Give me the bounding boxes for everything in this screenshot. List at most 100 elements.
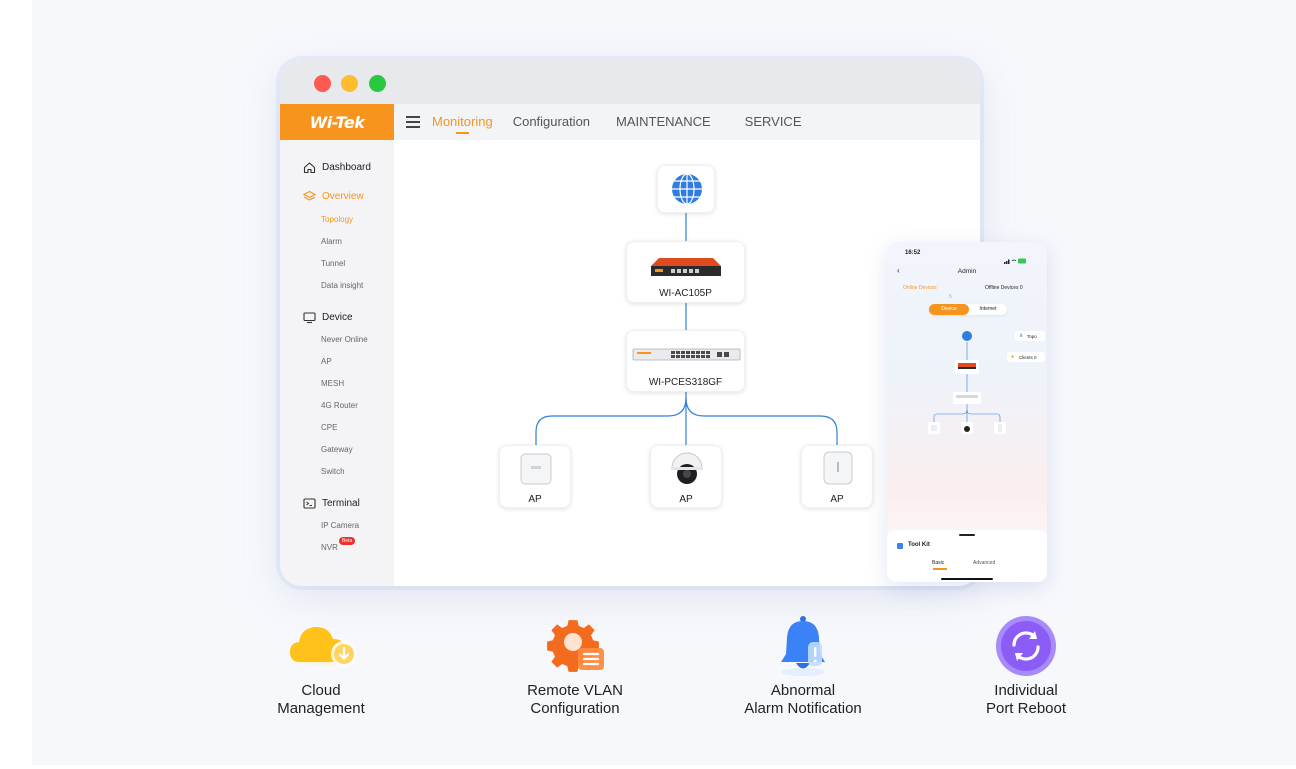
layers-icon <box>302 189 316 203</box>
router-icon <box>651 258 721 276</box>
tab-monitoring[interactable]: Monitoring <box>432 104 493 140</box>
tab-internet[interactable]: Internet <box>979 306 997 312</box>
sidebar-subitem-4g-router[interactable]: 4G Router <box>321 401 358 410</box>
minimize-window-button[interactable] <box>341 75 358 92</box>
online-devices-count: 5 <box>949 294 952 300</box>
clients-button[interactable]: ● Clients 0 <box>1007 352 1045 362</box>
internet-node[interactable] <box>657 165 715 213</box>
switch-node[interactable]: WI-PCES318GF <box>626 330 745 392</box>
topology-links <box>535 213 838 445</box>
monitor-icon <box>302 310 316 324</box>
phone-time: 16:52 <box>905 250 921 256</box>
feature-cloud-management: Cloud Management <box>231 612 411 718</box>
tab-maintenance[interactable]: MAINTENANCE <box>616 114 711 129</box>
sidebar-subitem-mesh[interactable]: MESH <box>321 379 345 388</box>
dome-camera-icon <box>671 452 703 484</box>
feature-line1: Remote VLAN <box>527 682 623 699</box>
feature-remote-vlan: Remote VLAN Configuration <box>485 612 665 718</box>
controller-node[interactable]: WI-AC105P <box>626 241 745 303</box>
toolkit-icon <box>897 543 903 549</box>
sidebar-subitem-ip-camera[interactable]: IP Camera <box>321 521 360 530</box>
switch-icon <box>632 348 741 361</box>
toolkit-title: Tool Kit <box>908 542 930 548</box>
home-indicator <box>941 578 993 580</box>
ap-node-2[interactable]: AP <box>650 445 722 508</box>
offline-devices-label[interactable]: Offline Devices 0 <box>985 285 1023 291</box>
tab-advanced[interactable]: Advanced <box>973 560 996 566</box>
tab-device[interactable]: Device <box>929 304 969 315</box>
gear-list-icon <box>540 612 610 682</box>
reboot-icon <box>991 612 1061 682</box>
beta-badge: Beta <box>339 537 356 545</box>
mobile-app-screen: 16:52 ‹ Admin Online Devices 5 Offline D… <box>887 242 1047 582</box>
sidebar-item-label: Dashboard <box>322 161 371 173</box>
feature-alarm-notification: Abnormal Alarm Notification <box>713 612 893 718</box>
sidebar-subitem-nvr[interactable]: NVR Beta <box>321 537 356 552</box>
sidebar-subitem-topology[interactable]: Topology <box>321 215 354 224</box>
window-titlebar <box>280 60 980 104</box>
sidebar-subitem-data-insight[interactable]: Data insight <box>321 281 364 290</box>
brand-logo[interactable]: Wi-Tek <box>280 104 394 140</box>
ceiling-ap-icon <box>520 453 552 485</box>
logo-text: Wi-Tek <box>309 112 365 132</box>
clients-icon: ● <box>1011 354 1015 360</box>
sidebar-subitem-gateway[interactable]: Gateway <box>321 445 353 454</box>
sidebar-item-label: Device <box>322 311 353 323</box>
feature-port-reboot: Individual Port Reboot <box>936 612 1116 718</box>
tab-configuration[interactable]: Configuration <box>512 114 591 129</box>
topo-button[interactable]: ⋔ Topo <box>1015 331 1045 341</box>
feature-line1: Abnormal <box>770 682 836 699</box>
sidebar-subitem-alarm[interactable]: Alarm <box>321 237 342 246</box>
feature-line2: Management <box>277 700 365 717</box>
maximize-window-button[interactable] <box>369 75 386 92</box>
sidebar-item-label: Overview <box>322 190 364 202</box>
feature-line1: Individual <box>994 682 1058 699</box>
feature-line2: Alarm Notification <box>744 700 862 717</box>
tab-basic[interactable]: Basic <box>932 560 945 566</box>
sidebar-subitem-tunnel[interactable]: Tunnel <box>321 259 346 268</box>
phone-title: Admin <box>957 268 977 275</box>
sidebar-item-label: Terminal <box>322 497 360 509</box>
terminal-icon <box>302 496 316 510</box>
cloud-download-icon <box>286 612 357 682</box>
feature-line2: Configuration <box>530 700 620 717</box>
toolkit-sheet: Tool Kit Basic Advanced <box>887 530 1047 582</box>
feature-line1: Cloud <box>301 682 341 699</box>
globe-icon <box>672 173 702 205</box>
back-icon[interactable]: ‹ <box>897 266 900 275</box>
sidebar-subitem-switch[interactable]: Switch <box>321 467 345 476</box>
ap-node-1[interactable]: AP <box>499 445 571 508</box>
clients-label: Clients 0 <box>1019 354 1037 360</box>
sidebar-subitem-cpe[interactable]: CPE <box>321 423 338 432</box>
online-devices-label[interactable]: Online Devices <box>903 285 937 291</box>
sidebar-item-overview[interactable]: Overview <box>302 189 364 203</box>
menu-icon[interactable] <box>406 116 420 128</box>
close-window-button[interactable] <box>314 75 331 92</box>
home-icon <box>302 160 316 174</box>
segmented-control: Device Internet <box>929 304 1007 315</box>
browser-window: Wi-Tek Monitoring Configuration MAINTENA… <box>280 60 980 586</box>
outdoor-ap-icon <box>823 451 853 485</box>
switch-label: WI-PCES318GF <box>648 377 723 388</box>
sidebar-item-dashboard[interactable]: Dashboard <box>302 160 371 174</box>
topo-icon: ⋔ <box>1019 333 1024 339</box>
mini-topology <box>928 331 1006 434</box>
sidebar-item-device[interactable]: Device <box>302 310 353 324</box>
status-bar-icons <box>1004 251 1026 264</box>
topo-label: Topo <box>1027 333 1037 339</box>
controller-label: WI-AC105P <box>659 288 712 299</box>
ap-label: AP <box>830 494 844 505</box>
sidebar-item-terminal[interactable]: Terminal <box>302 496 360 510</box>
ap-label: AP <box>679 494 693 505</box>
top-navigation: Wi-Tek Monitoring Configuration MAINTENA… <box>280 104 980 140</box>
feature-line2: Port Reboot <box>985 700 1067 717</box>
ap-node-3[interactable]: AP <box>801 445 873 508</box>
bell-alert-icon <box>768 612 838 682</box>
tab-service[interactable]: SERVICE <box>744 114 802 129</box>
sidebar-subitem-never-online[interactable]: Never Online <box>321 335 368 344</box>
sidebar: Dashboard Overview Topology Alarm Tunnel… <box>280 140 394 586</box>
sheet-handle[interactable] <box>959 534 975 536</box>
sidebar-item-label: NVR <box>321 543 338 552</box>
topology-canvas: WI-AC105P WI-PCES318GF AP <box>394 140 980 586</box>
sidebar-subitem-ap[interactable]: AP <box>321 357 332 366</box>
